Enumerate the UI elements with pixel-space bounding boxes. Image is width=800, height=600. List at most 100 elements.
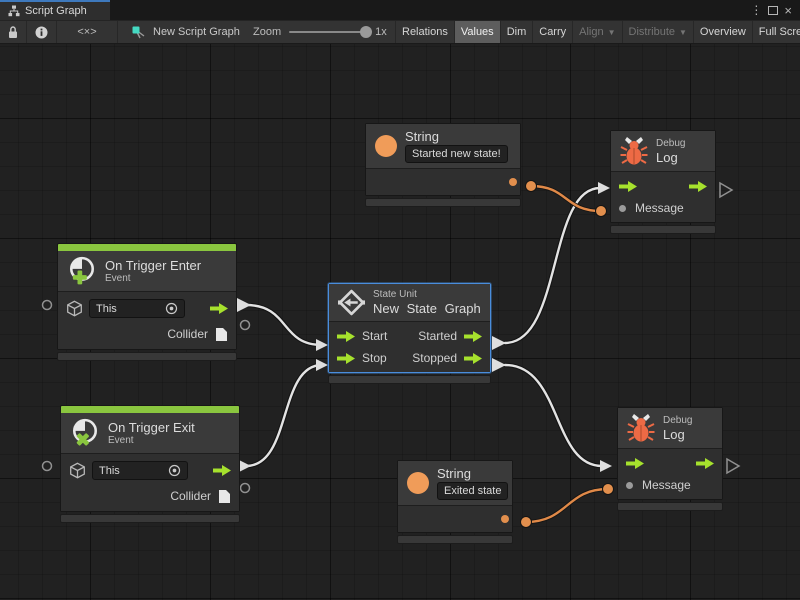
- graph-canvas[interactable]: String Started new state!: [0, 44, 800, 600]
- flow-input-arrow-icon[interactable]: [619, 180, 637, 192]
- node-title: On Trigger Enter: [105, 257, 202, 273]
- object-picker-icon[interactable]: [165, 302, 178, 315]
- relations-button[interactable]: Relations: [396, 21, 455, 43]
- string-type-icon: [375, 135, 397, 157]
- info-button[interactable]: [27, 21, 57, 43]
- node-footer: [365, 198, 521, 207]
- node-string-bottom[interactable]: String Exited state: [397, 460, 513, 544]
- maximize-icon[interactable]: [768, 5, 779, 15]
- chevron-down-icon: ▼: [679, 27, 687, 37]
- tab-title: Script Graph: [25, 5, 87, 17]
- node-title: Log: [656, 149, 678, 165]
- wire-started-to-log[interactable]: [503, 186, 602, 345]
- unconnected-port-circle[interactable]: [239, 319, 251, 331]
- string-value-input[interactable]: Started new state!: [405, 145, 508, 163]
- graph-tree-icon: [8, 5, 20, 17]
- output-port-triangle[interactable]: [492, 358, 506, 372]
- wire-arrowhead: [316, 339, 328, 351]
- flow-input-arrow-icon[interactable]: [337, 330, 355, 342]
- flow-output-arrow-icon[interactable]: [696, 457, 714, 469]
- collider-value-icon[interactable]: [218, 489, 231, 504]
- node-on-trigger-exit[interactable]: On Trigger Exit Event This: [60, 405, 240, 523]
- port-label: Start: [362, 329, 388, 343]
- zoom-value: 1x: [375, 26, 387, 38]
- bug-icon: [627, 414, 655, 442]
- window-menu-icon[interactable]: ⋮: [750, 3, 763, 17]
- output-port-triangle[interactable]: [237, 298, 251, 312]
- tab-script-graph[interactable]: Script Graph: [0, 0, 110, 20]
- fullscreen-button[interactable]: Full Screen: [753, 21, 800, 43]
- node-title: Log: [663, 426, 685, 442]
- value-wire-endpoint[interactable]: [595, 205, 607, 217]
- string-output-port[interactable]: [509, 178, 517, 186]
- value-wire-endpoint[interactable]: [602, 483, 614, 495]
- output-port-triangle[interactable]: [237, 459, 251, 473]
- flow-output-arrow-icon[interactable]: [689, 180, 707, 192]
- close-icon[interactable]: ×: [784, 2, 792, 18]
- wire-enter-to-start[interactable]: [244, 303, 324, 347]
- overview-button[interactable]: Overview: [694, 21, 753, 43]
- wire-exit-to-stop[interactable]: [244, 363, 324, 468]
- node-footer: [60, 514, 240, 523]
- flow-input-arrow-icon[interactable]: [337, 352, 355, 364]
- info-icon: [35, 26, 48, 38]
- zoom-slider-handle[interactable]: [360, 26, 373, 38]
- event-color-bar: [61, 406, 239, 413]
- message-input-port[interactable]: [619, 204, 626, 212]
- values-button[interactable]: Values: [454, 21, 501, 43]
- collider-value-icon[interactable]: [215, 327, 228, 342]
- port-label: Collider: [170, 489, 211, 503]
- unconnected-port-circle[interactable]: [41, 460, 53, 472]
- node-title: String: [405, 129, 439, 144]
- value-wire-endpoint[interactable]: [525, 180, 537, 192]
- node-subtitle: Event: [105, 272, 131, 284]
- flow-output-arrow-icon[interactable]: [213, 465, 231, 476]
- wire-string-to-message-bottom[interactable]: [524, 487, 610, 524]
- node-debug-log-top[interactable]: Debug Log Message: [610, 130, 716, 234]
- node-title: New State Graph: [373, 301, 481, 316]
- node-state-unit[interactable]: State Unit New State Graph Start Started: [328, 283, 491, 384]
- unconnected-port-circle[interactable]: [239, 482, 251, 494]
- wire-arrowhead: [316, 359, 328, 371]
- flow-output-arrow-icon[interactable]: [210, 303, 228, 314]
- unconnected-port-triangle[interactable]: [719, 181, 734, 199]
- flow-output-arrow-icon[interactable]: [464, 330, 482, 342]
- target-dropdown[interactable]: This: [89, 299, 185, 318]
- node-subtitle: Event: [108, 434, 134, 446]
- node-string-top[interactable]: String Started new state!: [365, 123, 521, 207]
- value-wire-endpoint[interactable]: [520, 516, 532, 528]
- output-port-triangle[interactable]: [492, 336, 506, 350]
- node-on-trigger-enter[interactable]: On Trigger Enter Event This: [57, 243, 237, 361]
- object-picker-icon[interactable]: [168, 464, 181, 477]
- node-footer: [328, 375, 491, 384]
- port-label: Stopped: [412, 351, 457, 365]
- lock-button[interactable]: [0, 21, 27, 43]
- lock-icon: [9, 25, 17, 38]
- zoom-slider[interactable]: [289, 26, 373, 38]
- string-output-port[interactable]: [501, 515, 509, 523]
- target-dropdown[interactable]: This: [92, 461, 188, 480]
- graph-name-button[interactable]: New Script Graph: [118, 21, 243, 43]
- wire-string-to-message-top[interactable]: [529, 184, 603, 213]
- string-value-input[interactable]: Exited state: [437, 482, 509, 500]
- wire-stopped-to-log[interactable]: [503, 363, 604, 468]
- gameobject-cube-icon: [67, 300, 82, 317]
- flow-output-arrow-icon[interactable]: [464, 352, 482, 364]
- message-input-port[interactable]: [626, 481, 633, 489]
- node-footer: [397, 535, 513, 544]
- dim-button[interactable]: Dim: [501, 21, 534, 43]
- window-controls: ⋮ ×: [750, 0, 800, 20]
- trigger-exit-icon: [73, 418, 97, 446]
- carry-button[interactable]: Carry: [533, 21, 574, 43]
- wire-arrowhead: [600, 460, 612, 472]
- unconnected-port-triangle[interactable]: [726, 457, 741, 475]
- graph-toolbar: <×> New Script Graph Zoom 1x Relations V…: [0, 20, 800, 44]
- node-debug-log-bottom[interactable]: Debug Log Message: [617, 407, 723, 511]
- x-icon: [76, 433, 90, 446]
- chevron-down-icon: ▼: [607, 27, 616, 37]
- unconnected-port-circle[interactable]: [41, 299, 53, 311]
- flow-input-arrow-icon[interactable]: [626, 457, 644, 469]
- wire-layer: [41, 180, 741, 528]
- code-view-button[interactable]: <×>: [57, 21, 118, 43]
- distribute-dropdown: Distribute ▼: [623, 21, 694, 43]
